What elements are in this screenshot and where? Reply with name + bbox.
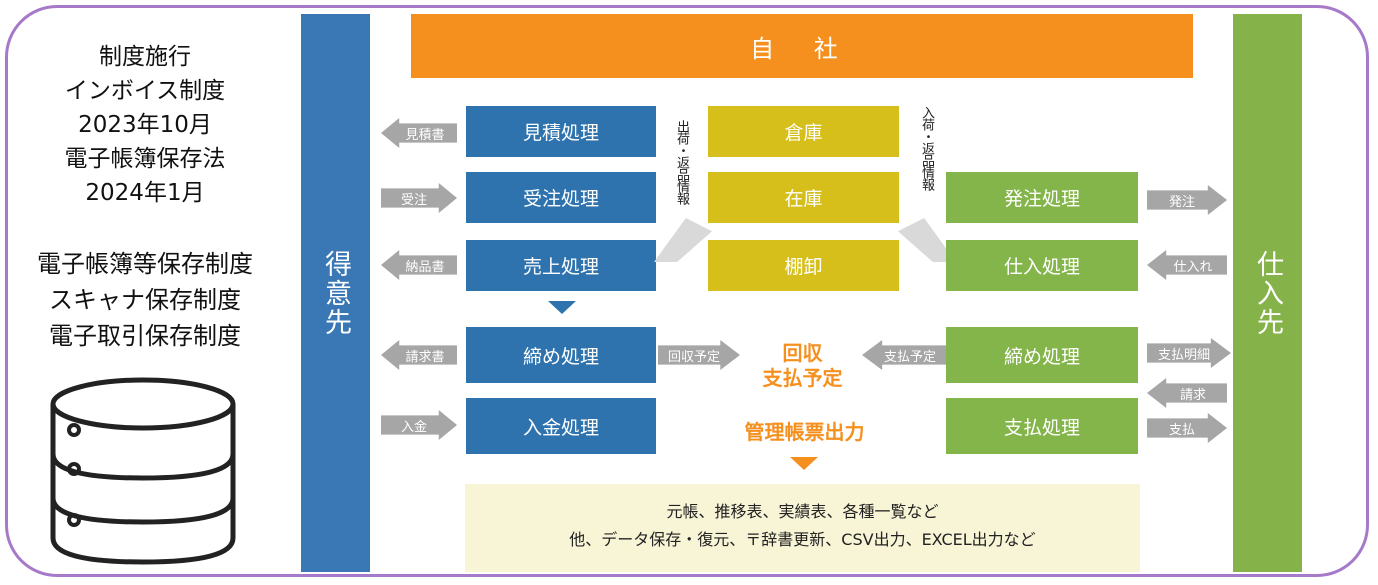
collection-payment-schedule: 回収 支払予定	[745, 341, 860, 391]
warehouse-box: 倉庫	[708, 106, 899, 157]
report-output-text: 管理帳票出力	[744, 420, 865, 444]
system-item: 電子取引保存制度	[49, 322, 241, 350]
invoice-system-date: 2023年10月	[78, 112, 212, 138]
customer-bar: 得意先	[301, 14, 370, 572]
law-schedule: 制度施行 インボイス制度 2023年10月 電子帳簿保存法 2024年1月	[10, 40, 280, 210]
receipt-process: 入金処理	[466, 398, 656, 454]
e-book-law-date: 2024年1月	[85, 180, 205, 206]
closing-process-purchase: 締め処理	[946, 327, 1138, 383]
system-item: スキャナ保存制度	[49, 286, 241, 314]
outer-frame	[5, 5, 1369, 577]
preservation-systems: 電子帳簿等保存制度 スキャナ保存制度 電子取引保存制度	[10, 246, 280, 354]
purchase-order-process: 発注処理	[946, 172, 1138, 223]
order-process: 受注処理	[466, 172, 656, 223]
reports-line: 元帳、推移表、実績表、各種一覧など	[666, 502, 939, 521]
invoice-system-label: インボイス制度	[64, 78, 226, 104]
utilities-line: 他、データ保存・復元、〒辞書更新、CSV出力、EXCEL出力など	[569, 530, 1036, 549]
e-book-law-label: 電子帳簿保存法	[64, 146, 226, 172]
database-icon	[38, 366, 248, 571]
purchase-process: 仕入処理	[946, 240, 1138, 291]
receiving-return-label: 入荷・返品情報	[919, 106, 934, 190]
shipping-return-label: 出荷・返品情報	[674, 120, 689, 204]
closing-process-sales: 締め処理	[466, 327, 656, 383]
sales-process: 売上処理	[466, 240, 656, 291]
sales-down-arrow	[548, 301, 576, 314]
supplier-bar: 仕入先	[1233, 14, 1302, 572]
report-down-arrow	[790, 457, 818, 470]
supplier-label: 仕入先	[1252, 249, 1283, 337]
stocktaking-box: 棚卸	[708, 240, 899, 291]
collection-text: 回収	[782, 341, 823, 365]
schedule-heading: 制度施行	[99, 44, 191, 70]
reports-list-box: 元帳、推移表、実績表、各種一覧など 他、データ保存・復元、〒辞書更新、CSV出力…	[465, 484, 1140, 572]
inventory-box: 在庫	[708, 172, 899, 223]
estimate-process: 見積処理	[466, 106, 656, 157]
payment-process: 支払処理	[946, 398, 1138, 454]
payment-schedule-text: 支払予定	[762, 366, 843, 390]
system-item: 電子帳簿等保存制度	[37, 250, 253, 278]
company-header: 自 社	[411, 14, 1193, 78]
customer-label: 得意先	[320, 249, 351, 337]
